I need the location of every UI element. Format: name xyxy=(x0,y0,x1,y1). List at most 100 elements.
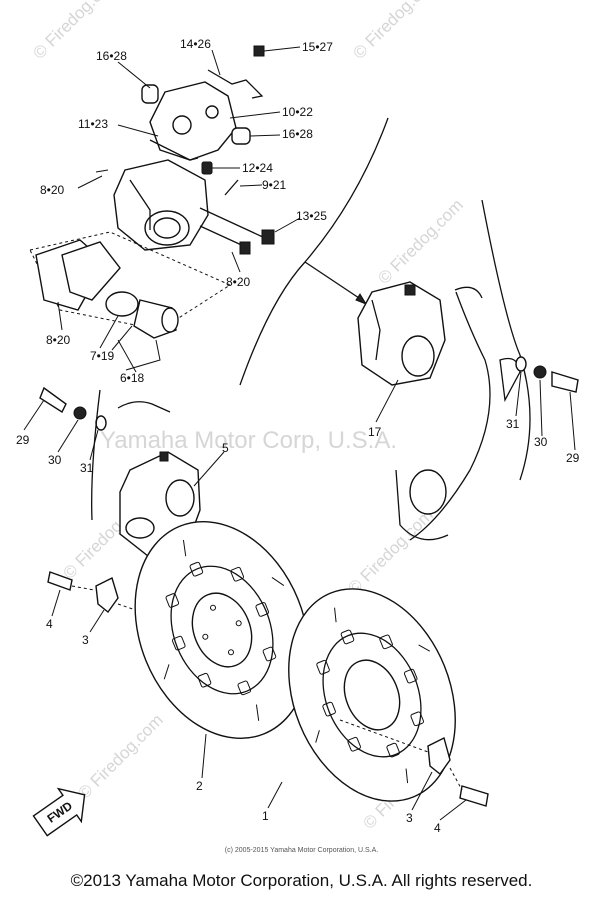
disc-1-hub xyxy=(343,659,401,731)
bolt-4-right xyxy=(459,785,489,807)
copyright-small-print: (c) 2005-2015 Yamaha Motor Corporation, … xyxy=(224,847,379,854)
label-14-26: 14•26 xyxy=(180,37,211,51)
label-16-28-top: 16•28 xyxy=(96,49,127,63)
leader-8-20-left xyxy=(57,301,63,331)
label-3-left: 3 xyxy=(82,633,89,647)
disc-1-holes xyxy=(316,629,424,758)
brake-disc-2 xyxy=(134,521,310,739)
label-7-19: 7•19 xyxy=(90,349,115,363)
pin-bolt-13-25 xyxy=(199,207,266,239)
caliper-body-edge xyxy=(129,179,151,230)
pin-8-20-upper xyxy=(95,169,109,173)
leader-3-right xyxy=(411,771,433,811)
caliper-17-bleeder xyxy=(404,284,416,296)
bleeder-valve xyxy=(201,161,213,175)
label-8-20-upper: 8•20 xyxy=(40,183,65,197)
leader-10-22 xyxy=(229,111,281,119)
watermark-lower-right: © Firedog.com xyxy=(344,505,436,597)
leader-6-18 xyxy=(117,339,161,373)
leader-16-28-top xyxy=(117,61,151,89)
label-2: 2 xyxy=(196,779,203,793)
pin-head-8-20 xyxy=(239,241,251,255)
fork-lug xyxy=(454,286,483,299)
arrow-head xyxy=(355,293,368,306)
pin-head-13-25 xyxy=(261,229,275,245)
disc-2-vent-ring xyxy=(170,565,274,695)
leader-7-19 xyxy=(99,315,133,351)
label-4-right: 4 xyxy=(434,821,441,835)
rubber-boot-top xyxy=(141,84,159,104)
right-fastener-group xyxy=(339,719,489,821)
upper-caliper-group xyxy=(29,45,301,373)
watermark-bottom-left: © Firedog.com xyxy=(74,710,166,802)
fork-left-edge xyxy=(91,389,101,521)
label-12-24: 12•24 xyxy=(242,161,273,175)
leader-14-26 xyxy=(211,49,221,76)
leader-13-25 xyxy=(274,217,301,233)
watermark-top-right: © Firedog.com xyxy=(349,0,441,63)
brake-pad-inner xyxy=(61,241,121,301)
rubber-boot-right xyxy=(231,127,251,145)
leader-3-left xyxy=(89,609,105,633)
bracket-edge xyxy=(149,139,199,161)
axle-boss xyxy=(409,469,447,515)
watermark-mid-right: © Firedog.com xyxy=(374,195,466,287)
leader-8-20-upper xyxy=(77,175,103,189)
label-30-left: 30 xyxy=(48,453,62,467)
spacer-30-left xyxy=(73,406,87,420)
bracket-hole xyxy=(172,115,192,135)
watermark-center: Yamaha Motor Corp, U.S.A. xyxy=(100,427,397,454)
leader-17 xyxy=(375,379,399,423)
spacer-30-right xyxy=(533,365,547,379)
label-8-20-left: 8•20 xyxy=(46,333,71,347)
label-6-18: 6•18 xyxy=(120,371,145,385)
label-29-right: 29 xyxy=(566,451,580,465)
leader-15-27 xyxy=(263,46,301,52)
copyright-notice: ©2013 Yamaha Motor Corporation, U.S.A. A… xyxy=(70,871,533,890)
label-8-20-mid: 8•20 xyxy=(226,275,251,289)
cotter-pin-9-21 xyxy=(224,179,239,196)
pad-spring-clip xyxy=(207,69,264,99)
label-16-28-right: 16•28 xyxy=(282,127,313,141)
disc-2-hub xyxy=(191,592,253,668)
leader-30-left xyxy=(57,419,79,453)
leader-9-21 xyxy=(239,184,263,187)
leader-16-28-right xyxy=(249,134,281,137)
bolt-29-right xyxy=(551,371,579,393)
caliper-17-edge xyxy=(371,299,381,361)
label-31-left: 31 xyxy=(80,461,94,475)
arrow-shaft xyxy=(304,261,363,301)
leader-30-right xyxy=(539,379,543,437)
bolt-15-27 xyxy=(253,45,265,57)
leader-2 xyxy=(201,733,207,779)
label-13-25: 13•25 xyxy=(296,209,327,223)
washer-31-left xyxy=(95,415,107,431)
bolt-4-left xyxy=(47,571,73,591)
fork-bottom xyxy=(395,469,449,541)
caliper-5-bleeder xyxy=(159,451,169,462)
leader-4-right xyxy=(439,799,467,821)
label-15-27: 15•27 xyxy=(302,40,333,54)
label-11-23: 11•23 xyxy=(78,117,108,131)
label-31-right: 31 xyxy=(506,417,520,431)
fork-lug-left xyxy=(117,401,171,413)
leader-1 xyxy=(267,781,283,809)
disc-1-vent-ring xyxy=(322,632,422,758)
lock-plate-3-left xyxy=(95,577,119,614)
label-9-21: 9•21 xyxy=(262,178,287,192)
caliper-5-lower-lug xyxy=(125,517,155,539)
disc-2-holes xyxy=(165,561,277,696)
leader-4-left xyxy=(51,589,61,617)
bolt-path-right xyxy=(339,719,463,791)
brake-disc-1 xyxy=(288,588,456,802)
caliper-17-piston-face xyxy=(401,335,435,377)
part-labels: 16•28 14•26 15•27 11•23 10•22 16•28 12•2… xyxy=(16,37,580,835)
lock-plate-3-right xyxy=(427,736,451,776)
leader-29-left xyxy=(23,399,45,431)
caliper-bore-inner xyxy=(153,217,181,239)
leader-11-23 xyxy=(117,124,159,137)
caliper-assembled-17 xyxy=(357,281,446,386)
caliper-bracket xyxy=(149,81,237,161)
